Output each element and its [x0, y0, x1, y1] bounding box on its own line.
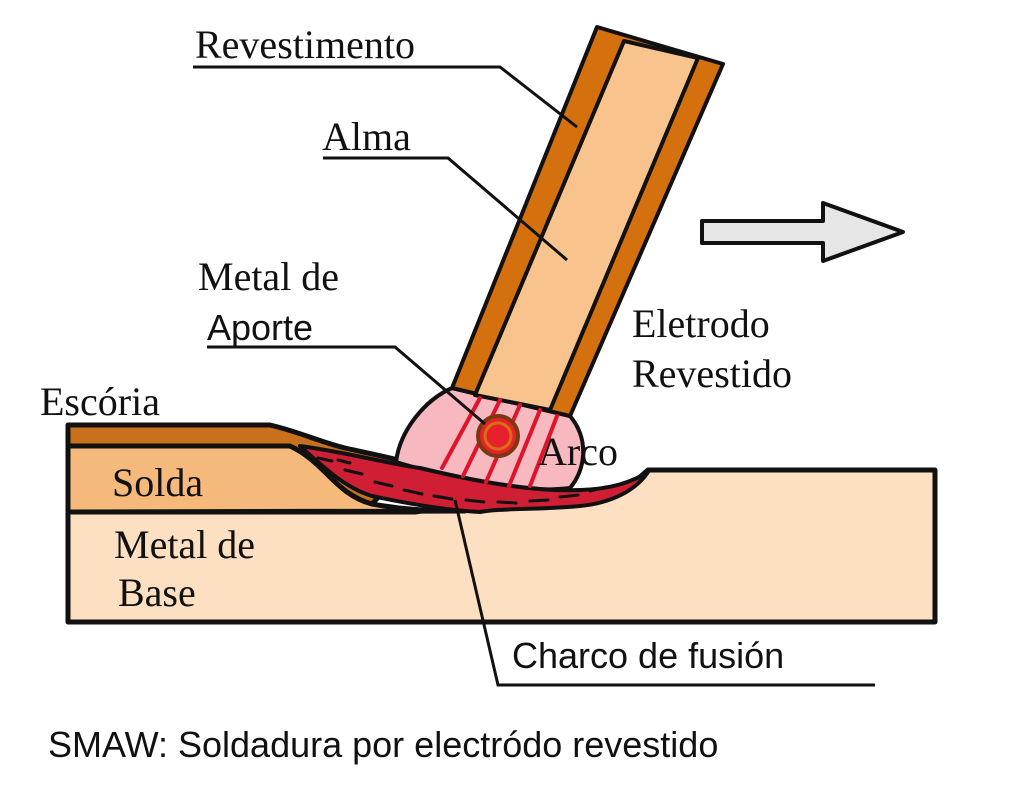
slag-layer	[65, 422, 413, 507]
label-eletrodo-line1: Eletrodo	[632, 301, 770, 346]
label-solda: Solda	[112, 460, 203, 505]
label-escoria: Escória	[40, 379, 160, 424]
label-metal-de-aporte-line1: Metal de	[198, 254, 339, 299]
label-arco: Arco	[538, 429, 618, 474]
leader-charco	[453, 499, 875, 687]
label-eletrodo-line2: Revestido	[632, 351, 792, 396]
label-alma: Alma	[322, 114, 411, 159]
label-metal-base-line2: Base	[118, 570, 196, 615]
label-revestimento: Revestimento	[195, 22, 415, 67]
puddle-dashes	[316, 456, 608, 505]
caption: SMAW: Soldadura por electródo revestido	[48, 724, 718, 765]
electrode-core	[473, 39, 700, 412]
leader-revestimento	[193, 65, 578, 129]
label-metal-de-aporte-line2: Aporte	[207, 307, 313, 348]
leader-aporte	[207, 345, 486, 426]
label-metal-base-line1: Metal de	[114, 522, 255, 567]
electrode	[450, 25, 725, 418]
leader-lines	[193, 65, 875, 687]
label-charco: Charco de fusión	[512, 635, 784, 676]
leader-alma	[323, 156, 568, 262]
right-arrow-icon	[700, 201, 905, 263]
filler-droplet-ring	[483, 421, 513, 451]
